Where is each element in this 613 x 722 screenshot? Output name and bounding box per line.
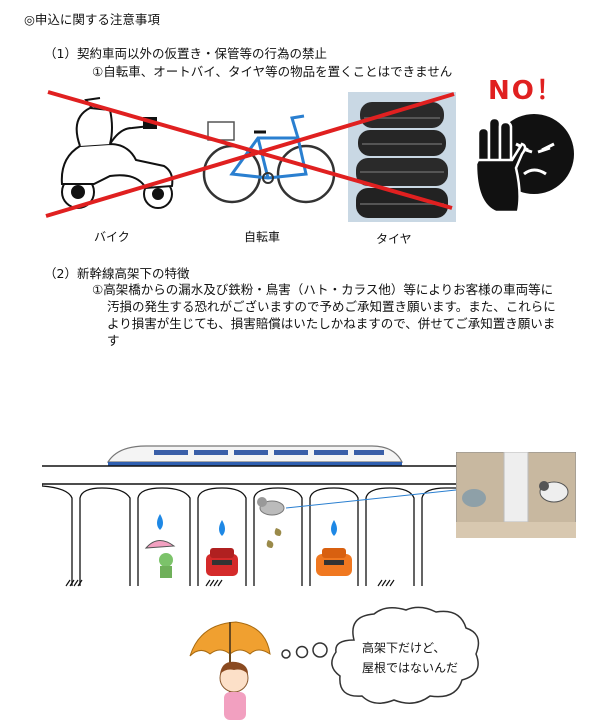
pigeon-icon: [257, 497, 285, 516]
section1-heading: （1）契約車両以外の仮置き・保管等の行為の禁止: [44, 46, 327, 61]
red-car: [206, 548, 238, 576]
bird-droppings: [266, 528, 282, 548]
no-text: NO！: [488, 76, 564, 106]
bubble-line2: 屋根ではないんだ: [362, 661, 459, 675]
prohibited-items-illustration: [45, 90, 456, 222]
thought-bubble: [281, 606, 480, 704]
motorbike-illustration: [60, 97, 174, 209]
tires-illustration: [348, 92, 456, 222]
page-title: ◎申込に関する注意事項: [24, 12, 160, 27]
stop-hand-icon: [474, 114, 574, 214]
girl-with-umbrella-illustration: [189, 621, 271, 720]
label-motorbike: バイク: [94, 230, 130, 244]
section2-item-line3: より損害が生じても、損害賠償はいたしかねますので、併せてご承知置き願いま: [107, 316, 556, 331]
label-bicycle: 自転車: [244, 230, 281, 244]
prohibition-cross: [45, 90, 455, 218]
orange-car: [316, 548, 352, 576]
pigeon-photo: [456, 452, 576, 538]
section2-item-line1: ①高架橋からの漏水及び鉄粉・鳥害（ハト・カラス他）等によりお客様の車両等に: [92, 282, 554, 297]
section2-heading: （2）新幹線高架下の特徴: [44, 266, 190, 281]
section1-item: ①自転車、オートバイ、タイヤ等の物品を置くことはできません: [92, 64, 453, 79]
section2-item-line2: 汚損の発生する恐れがございますので予めご承知置き願います。また、これらに: [107, 299, 556, 314]
bubble-line1: 高架下だけど、: [362, 641, 446, 655]
water-drops: [157, 514, 337, 536]
section2-item-line4: す: [107, 333, 120, 348]
label-tires: タイヤ: [376, 232, 412, 246]
person-with-umbrella: [144, 540, 176, 578]
viaduct-illustration: [42, 445, 462, 587]
shinkansen-train: [106, 445, 403, 466]
bicycle-illustration: [202, 114, 336, 204]
